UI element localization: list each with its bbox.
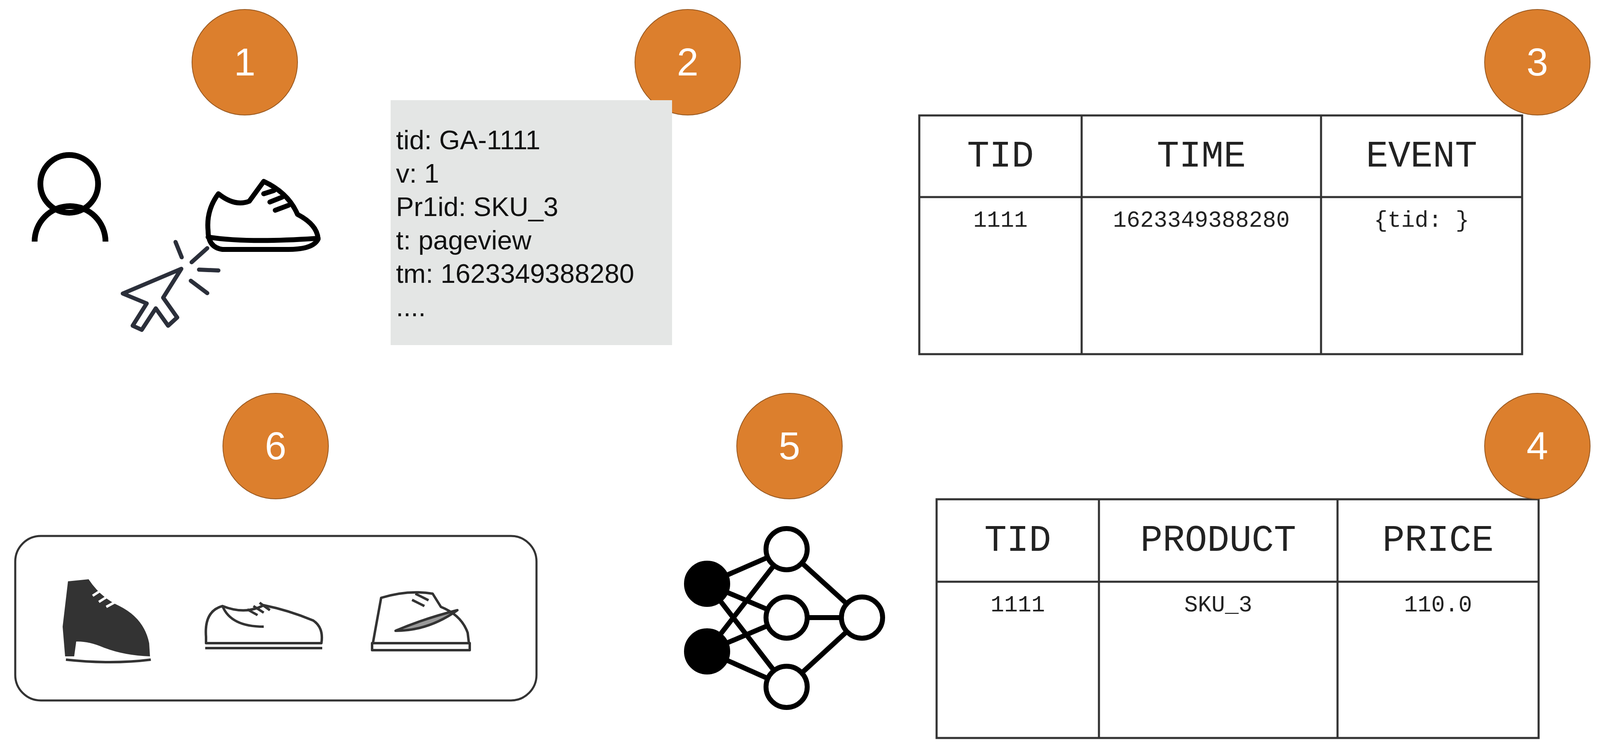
- table-cell: 1623349388280: [1081, 203, 1322, 237]
- table-header: TIME: [1081, 119, 1322, 194]
- table-header: EVENT: [1321, 119, 1523, 194]
- callout-number: 6: [264, 426, 287, 466]
- product-table-grid: [936, 498, 1539, 738]
- callout-number: 2: [677, 42, 699, 82]
- table-cell: 1111: [936, 588, 1099, 622]
- callout-circle: 6: [222, 392, 329, 499]
- callout-number: 3: [1526, 42, 1549, 82]
- payload-line: Pr1id: SKU_3: [395, 189, 668, 224]
- callout-number: 5: [778, 426, 801, 466]
- callout-circle: 3: [1484, 9, 1591, 116]
- table-cell: 110.0: [1337, 588, 1539, 622]
- cursor-icon: [122, 241, 219, 330]
- event-table-grid: [919, 115, 1523, 354]
- payload-line: tid: GA-1111: [395, 123, 668, 157]
- event-payload-box: tid: GA-1111v: 1Pr1id: SKU_3t: pageviewt…: [390, 100, 673, 345]
- payload-line: v: 1: [395, 156, 668, 190]
- neural-network-icon: [686, 528, 883, 708]
- callout-number: 4: [1526, 426, 1549, 466]
- recommendation-panel: [15, 535, 537, 701]
- callout-circle: 2: [634, 9, 741, 116]
- table-cell: {tid: }: [1321, 203, 1523, 237]
- table-header: TID: [936, 503, 1099, 579]
- callout-circle: 1: [191, 9, 298, 116]
- table-header: TID: [919, 119, 1082, 194]
- payload-line: ....: [395, 290, 668, 324]
- callout-circle: 4: [1484, 392, 1591, 499]
- table-cell: 1111: [919, 203, 1082, 237]
- user-icon: [34, 154, 106, 242]
- callout-number: 1: [234, 42, 256, 82]
- table-header: PRODUCT: [1098, 503, 1338, 579]
- table-cell: SKU_3: [1098, 588, 1338, 622]
- recommended-shoes: [62, 578, 470, 662]
- shoe-icon: [207, 181, 319, 250]
- callout-circle: 5: [736, 392, 843, 499]
- payload-line: tm: 1623349388280: [395, 256, 668, 291]
- payload-line: t: pageview: [395, 223, 668, 257]
- table-header: PRICE: [1337, 503, 1539, 579]
